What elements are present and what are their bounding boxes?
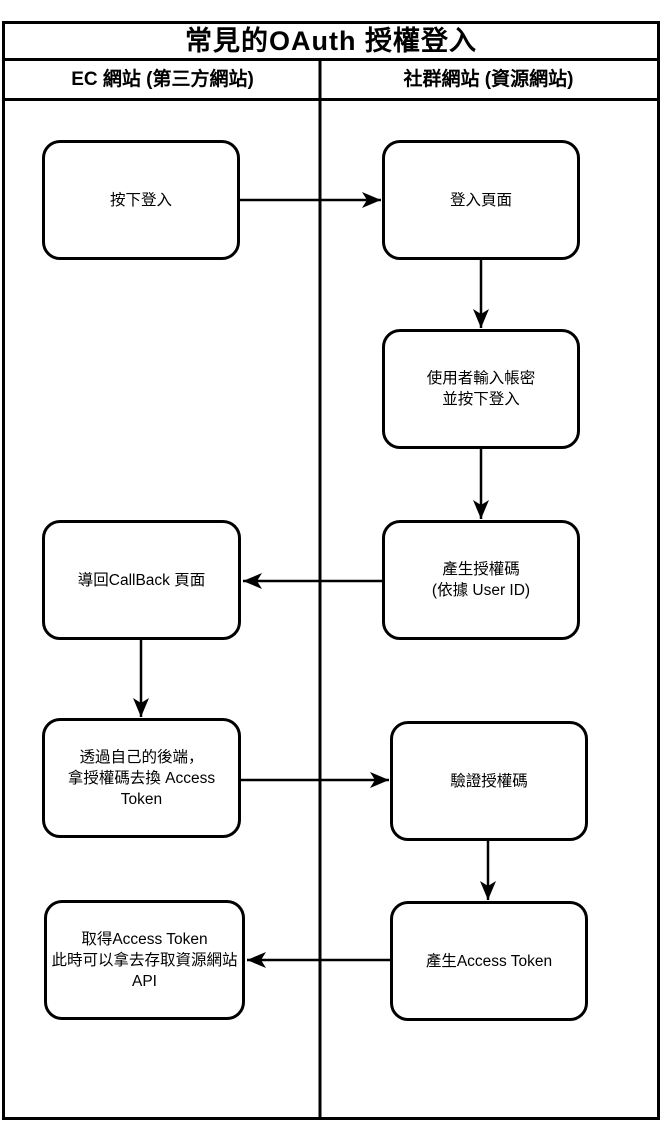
node-enter-credentials: 使用者輸入帳密 並按下登入 (382, 329, 580, 449)
column-header-social-site: 社群網站 (資源網站) (403, 69, 574, 90)
node-get-access-token: 取得Access Token 此時可以拿去存取資源網站 API (44, 900, 245, 1020)
column-headers: EC 網站 (第三方網站) 社群網站 (資源網站) (5, 61, 657, 101)
column-header-ec-site: EC 網站 (第三方網站) (71, 69, 254, 90)
node-verify-auth-code: 驗證授權碼 (390, 721, 588, 841)
node-login-page: 登入頁面 (382, 140, 580, 260)
node-press-login: 按下登入 (42, 140, 240, 260)
diagram-title: 常見的OAuth 授權登入 (5, 24, 657, 61)
node-exchange-token: 透過自己的後端， 拿授權碼去換 Access Token (42, 718, 241, 838)
node-generate-access-token: 產生Access Token (390, 901, 588, 1021)
node-callback-page: 導回CallBack 頁面 (42, 520, 241, 640)
node-generate-auth-code: 產生授權碼 (依據 User ID) (382, 520, 580, 640)
